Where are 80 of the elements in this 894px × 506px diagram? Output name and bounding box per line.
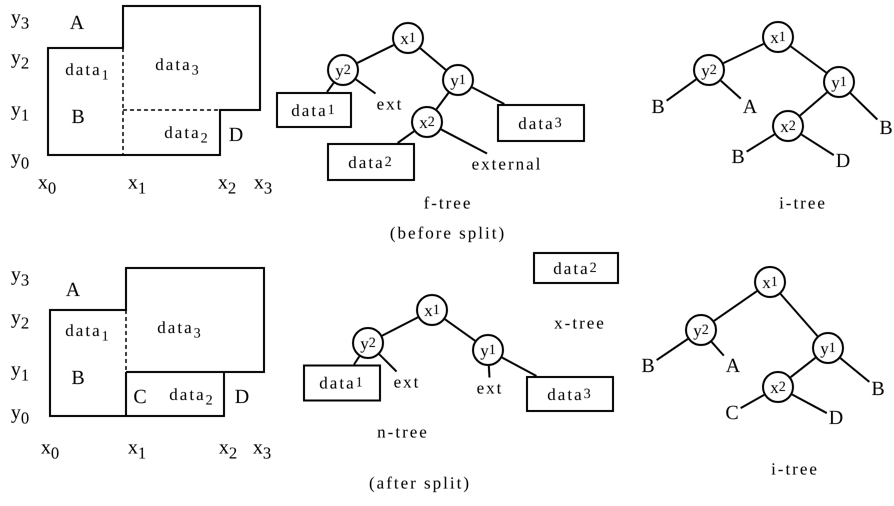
region-label: data$_{2}$ [164, 124, 210, 146]
region-label: C [133, 387, 147, 407]
tree-caption: f-tree [424, 194, 472, 212]
tree-edge [790, 46, 827, 74]
tree-edge [472, 86, 505, 105]
axis-label: x$_{3}$ [252, 438, 272, 462]
leaf-label: B [651, 97, 665, 117]
region-label: A [70, 13, 84, 33]
tree-edge [502, 356, 537, 377]
tree-edge [440, 128, 488, 154]
tree-edge [326, 82, 334, 93]
tree-edge [799, 92, 828, 116]
tree-edge [656, 338, 688, 361]
region-label: data$_{1}$ [65, 322, 111, 344]
leaf-label: B [641, 356, 655, 376]
tree-caption: i-tree [779, 194, 827, 212]
tree-caption: (before split) [390, 224, 506, 242]
tree-edge [397, 130, 415, 144]
leaf-label: C [725, 403, 739, 423]
tree-edge [488, 366, 490, 378]
leaf-label: ext [376, 96, 404, 112]
region-label: D [228, 125, 244, 145]
axis-label: y$_{2}$ [10, 48, 30, 72]
tree-edge [420, 48, 446, 70]
leaf-label: external [472, 156, 542, 172]
tree-caption: i-tree [771, 460, 819, 478]
axis-label: y$_{0}$ [10, 402, 30, 428]
axis-label: x$_{0}$ [40, 438, 60, 462]
region-label: D [234, 387, 250, 407]
region-label: A [66, 280, 80, 300]
tree-edge [840, 357, 870, 383]
region-label: data$_{3}$ [157, 319, 203, 341]
axis-label: x$_{0}$ [38, 172, 56, 198]
region-label: B [71, 368, 85, 388]
leaf-label: B [879, 118, 893, 138]
leaf-label: ext [476, 380, 504, 396]
region-label: data$_{2}$ [169, 386, 215, 408]
region-label: B [71, 107, 85, 127]
tree-edge [740, 394, 765, 409]
tree-edge [353, 356, 360, 366]
tree-caption: (after split) [369, 474, 471, 492]
axis-label: x$_{1}$ [128, 438, 146, 462]
axis-label: y$_{2}$ [10, 308, 30, 332]
leaf-label: B [871, 379, 885, 399]
axis-label: y$_{0}$ [10, 148, 30, 172]
leaf-label: D [836, 151, 850, 171]
tree-caption: n-tree [377, 424, 429, 440]
tree-edge [666, 78, 697, 102]
tree-edge [356, 44, 394, 64]
axis-label: x$_{2}$ [218, 172, 236, 198]
tree-edge [720, 80, 742, 100]
tree-edge [723, 43, 764, 64]
tree-caption: x-tree [554, 314, 606, 332]
tree-edge [444, 318, 476, 342]
axis-label: y$_{3}$ [10, 264, 30, 290]
tree-edge [714, 290, 758, 322]
tree-edge [792, 394, 828, 414]
axis-label: y$_{1}$ [10, 100, 30, 124]
axis-label: y$_{3}$ [10, 8, 30, 32]
leaf-label: D [828, 408, 844, 428]
tree-edge [746, 134, 775, 152]
axis-label: x$_{3}$ [254, 172, 272, 198]
tree-edge [850, 92, 878, 120]
leaf-label: ext [394, 374, 420, 390]
tree-edge [378, 354, 398, 372]
tree-edge [355, 78, 376, 94]
leaf-label: A [726, 356, 740, 376]
leaf-label: B [731, 147, 745, 167]
axis-label: x$_{1}$ [128, 172, 146, 198]
tree-edge [710, 341, 725, 356]
tree-edge [800, 134, 834, 156]
region-label: data$_{3}$ [155, 56, 201, 78]
axis-label: x$_{2}$ [218, 438, 238, 462]
tree-edge [780, 293, 818, 337]
region-label: data$_{1}$ [65, 61, 111, 83]
leaf-label: A [742, 97, 758, 117]
tree-edge [382, 316, 418, 337]
tree-edge [790, 357, 816, 378]
axis-label: y$_{1}$ [10, 360, 30, 384]
tree-edge [436, 92, 450, 110]
